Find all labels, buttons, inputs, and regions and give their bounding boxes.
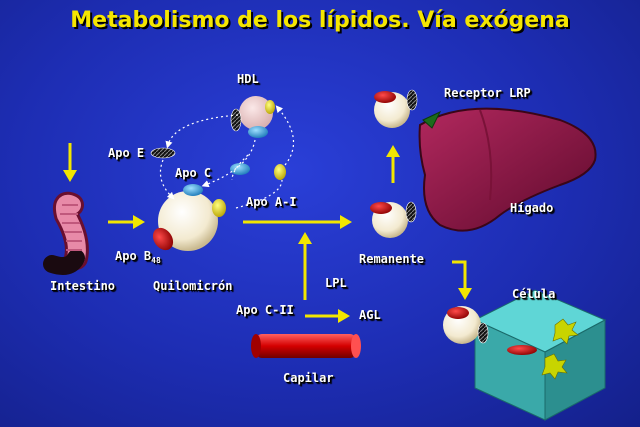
remnant-particle [370,201,417,238]
label-higado: Hígado [510,201,554,215]
label-intestino: Intestino [50,279,116,293]
label-apo-a-i: Apo A-I [246,195,297,209]
chylomicron-particle [152,184,226,251]
flow-arrows [63,143,472,323]
remnant-at-receptor [374,89,418,128]
label-apo-c-ii: Apo C-II [236,303,294,317]
label-receptor-lrp: Receptor LRP [444,86,531,100]
particle-at-cell [443,306,489,344]
apo-e-molecule [150,147,176,159]
exchange-dotted-arrows [159,105,295,209]
label-apo-b48-text: Apo B [115,249,152,263]
label-quilomicron: Quilomicrón [153,279,233,293]
label-remanente: Remanente [359,252,425,266]
apo-c-molecule [230,163,250,175]
label-capilar: Capilar [283,371,334,385]
cell-illustration [473,289,607,421]
apo-a-i-molecule [274,164,286,180]
label-apo-c: Apo C [175,166,212,180]
intestine-illustration [43,191,89,275]
diagram-title: Metabolismo de los lípidos. Vía exógena [70,8,570,33]
lrp-receptor [422,110,442,129]
label-apo-b48-subscript: 48 [151,256,161,265]
label-celula: Célula [512,287,556,301]
label-hdl: HDL [237,72,259,86]
label-agl: AGL [359,308,381,322]
label-apo-e: Apo E [108,146,145,160]
label-apo-b48: Apo B48 [115,249,161,265]
capillary-tube [251,334,361,358]
label-lpl: LPL [325,276,347,290]
liver-illustration [418,107,597,232]
hdl-particle [230,96,275,138]
